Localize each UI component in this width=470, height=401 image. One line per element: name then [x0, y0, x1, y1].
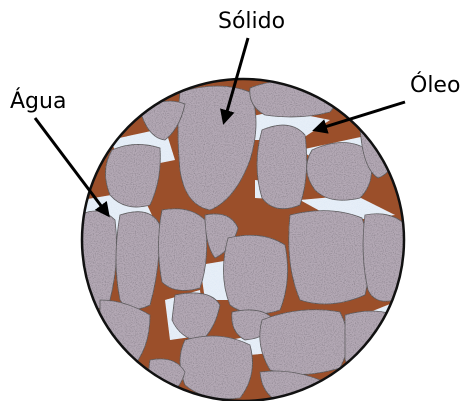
arrow-water [35, 118, 108, 215]
label-oil: Óleo [410, 72, 460, 98]
label-solid: Sólido [218, 9, 285, 34]
label-water: Água [10, 88, 66, 114]
